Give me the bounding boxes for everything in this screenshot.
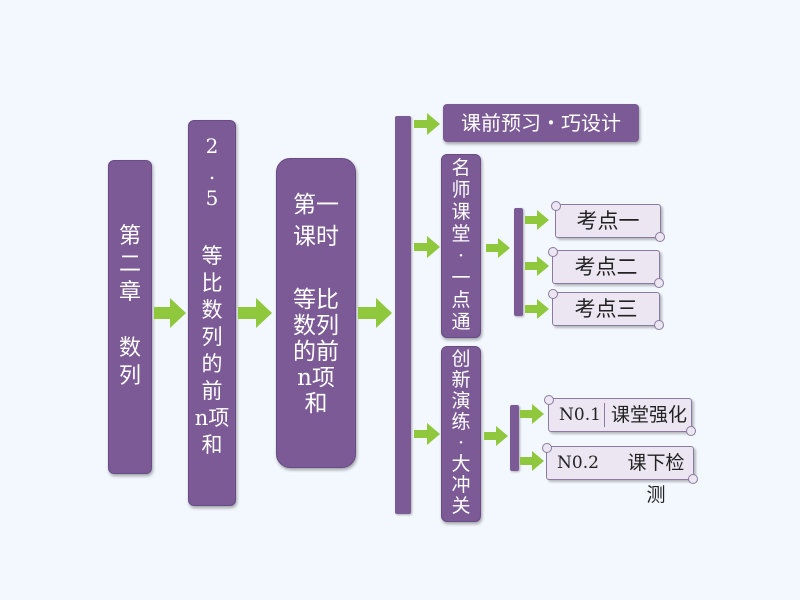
arrow-right-icon — [238, 298, 272, 328]
classroom-label: 名 师 课 堂 · 一 点 通 — [451, 157, 471, 333]
practice-item-2-number: N0.2 — [557, 453, 599, 473]
practice-item-1-text: 课堂强化 — [611, 404, 688, 426]
divider — [604, 403, 605, 427]
arrow-right-icon — [414, 236, 440, 258]
chapter-title: 第 二 章 数 列 — [118, 224, 141, 389]
point-one: 考点一 — [551, 201, 665, 242]
arrow-right-icon — [520, 451, 544, 471]
chapter-box: 第 二 章 数 列 — [108, 160, 152, 474]
practice-item-2: N0.2 课下检测 — [542, 443, 698, 506]
practice-box: 创 新 演 练 · 大 冲 关 — [441, 346, 481, 522]
arrow-right-icon — [520, 404, 544, 424]
classroom-branch-bar — [514, 208, 523, 316]
arrow-right-icon — [484, 426, 508, 446]
section-box: 2 . 5 等 比 数 列 的 前 n项 和 — [188, 120, 236, 506]
practice-label: 创 新 演 练 · 大 冲 关 — [451, 348, 471, 517]
arrow-right-icon — [414, 423, 440, 445]
arrow-right-icon — [154, 298, 186, 328]
preview-box: 课前预习・巧设计 — [443, 104, 639, 142]
lesson-line1: 第一 课时 — [293, 192, 339, 250]
arrow-right-icon — [525, 256, 549, 276]
point-three: 考点三 — [548, 289, 664, 330]
arrow-right-icon — [358, 298, 392, 328]
practice-branch-bar — [510, 405, 519, 471]
arrow-right-icon — [525, 210, 549, 230]
main-branch-bar — [395, 116, 411, 514]
practice-item-1: N0.1 课堂强化 — [544, 395, 696, 436]
arrow-right-icon — [525, 299, 549, 319]
classroom-box: 名 师 课 堂 · 一 点 通 — [441, 154, 481, 338]
section-number: 2 . 5 — [205, 134, 219, 210]
lesson-line2: 等比 数列 的前 n项 和 — [293, 287, 339, 417]
arrow-right-icon — [486, 238, 510, 258]
practice-item-2-text: 课下检测 — [627, 452, 685, 506]
point-two: 考点二 — [548, 247, 664, 288]
arrow-right-icon — [414, 113, 440, 135]
practice-item-1-number: N0.1 — [559, 405, 601, 425]
section-title: 等 比 数 列 的 前 n项 和 — [194, 244, 230, 457]
lesson-box: 第一 课时 等比 数列 的前 n项 和 — [276, 158, 356, 468]
